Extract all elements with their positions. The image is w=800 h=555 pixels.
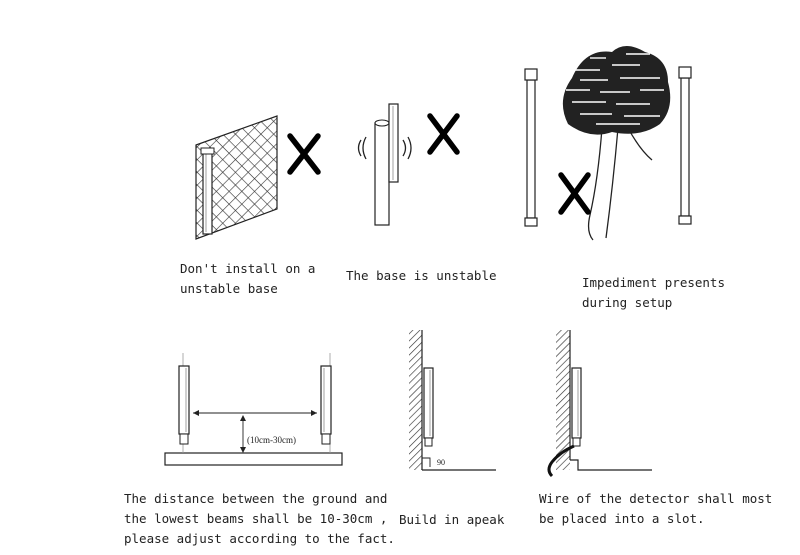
detector-column-right (678, 66, 692, 225)
ground-distance-illustration: (10cm-30cm) (164, 353, 343, 466)
caption-net: Don't install on a unstable base (180, 259, 315, 299)
detector-column-left (178, 365, 190, 445)
caption-net-line1: Don't install on a (180, 261, 316, 276)
net-panel-illustration (195, 115, 321, 240)
caption-ground: The distance between the ground and the … (124, 489, 395, 549)
slot-illustration (547, 330, 652, 478)
beam-line (193, 410, 317, 416)
caption-slot: Wire of the detector shall most be place… (539, 489, 772, 529)
angle-label: 90 (437, 458, 445, 467)
detector-column (571, 367, 582, 447)
caption-tree-line2: during setup (582, 295, 673, 310)
apeak-illustration: 90 (409, 330, 496, 471)
distance-arrow (240, 415, 246, 453)
wrong-mark-icon (427, 113, 460, 155)
caption-apeak: Build in apeak (399, 510, 504, 530)
pole-panel-illustration (357, 103, 460, 226)
wire (547, 444, 575, 478)
ground-base (164, 452, 343, 466)
caption-ground-line1: The distance between the ground and (124, 491, 388, 506)
caption-ground-line3: please adjust according to the fact. (124, 531, 395, 546)
wrong-mark-icon (287, 133, 321, 175)
caption-slot-line2: be placed into a slot. (539, 511, 705, 526)
distance-label: (10cm-30cm) (247, 435, 296, 445)
slot-ground (570, 459, 652, 471)
caption-pole-line1: The base is unstable (346, 268, 497, 283)
detector-column-right (320, 365, 332, 445)
caption-net-line2: unstable base (180, 281, 278, 296)
detector-column-left (524, 68, 538, 227)
tree-panel-illustration (524, 46, 692, 241)
tree (562, 46, 671, 241)
wall-hatch (556, 330, 570, 470)
right-angle-mark (422, 457, 431, 467)
caption-apeak-line1: Build in apeak (399, 512, 505, 527)
caption-tree-line1: Impediment presents (582, 275, 725, 290)
wire-mesh (195, 115, 278, 240)
caption-slot-line1: Wire of the detector shall most (539, 491, 773, 506)
detector-on-pole (388, 103, 399, 183)
detector-column (423, 367, 434, 447)
vibration-icon (357, 136, 412, 160)
wrong-mark-icon (558, 172, 591, 215)
caption-tree: Impediment presents during setup (582, 273, 725, 313)
wall-hatch (409, 330, 422, 470)
caption-ground-line2: the lowest beams shall be 10-30cm , (124, 511, 388, 526)
caption-pole: The base is unstable (346, 266, 497, 286)
detector-column (200, 147, 215, 235)
pole (374, 122, 390, 226)
